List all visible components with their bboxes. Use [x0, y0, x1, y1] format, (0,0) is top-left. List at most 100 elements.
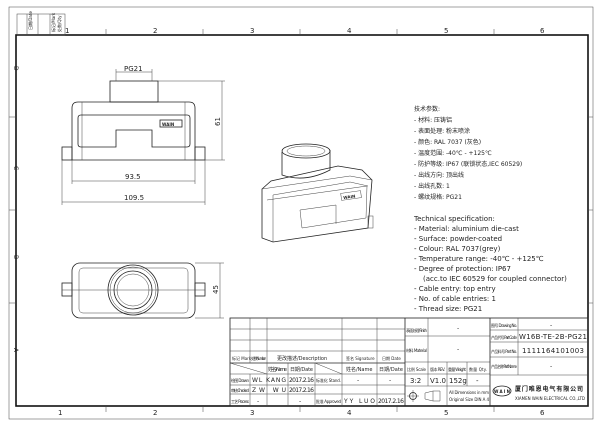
strip-date: 日期/Date — [27, 11, 33, 30]
label-part-code: 产品代号 Part Code — [491, 334, 518, 340]
spec-en-title: Technical specification: — [413, 215, 495, 223]
label-scale: 比例 Scale — [407, 366, 427, 372]
label-mark: 标记 Mark — [232, 355, 252, 361]
col-4-bottom: 4 — [347, 409, 352, 417]
label-weight: 重量 Weight — [448, 366, 466, 372]
label-approved: 批准 Approved — [316, 398, 341, 404]
spec-cn-title: 技术参数: — [414, 105, 440, 113]
label-description: 更改描述/Description — [277, 355, 327, 362]
part-code-value: W16B-TE-2B-PG21 — [519, 333, 587, 341]
process-name: - — [257, 398, 259, 405]
label-date: 日期 Date — [382, 355, 401, 361]
spec-cn-item: - 出线方向: 顶出线 — [414, 171, 464, 179]
col-5-bottom: 5 — [444, 409, 448, 417]
label-date: 日期/Date — [290, 367, 313, 373]
spec-en-item: - Material: aluminium die-cast — [414, 225, 519, 233]
drawing-no-value: - — [550, 322, 552, 329]
spec-en: Technical specification: - Material: alu… — [413, 215, 567, 313]
wain-logo-front — [159, 119, 183, 128]
drawn-name: WL KANG — [252, 377, 286, 384]
weight-value: 152g — [449, 377, 467, 385]
label-finish: 表面处理 Finish — [406, 327, 427, 333]
label-material: 材料 Material — [406, 347, 427, 353]
projection-symbol-icon — [407, 390, 441, 402]
spec-cn-item: - 螺纹规格: PG21 — [414, 193, 462, 201]
col-4: 4 — [347, 27, 352, 35]
label-date: 日期/Date — [379, 367, 403, 373]
spec-en-item: - Surface: powder-coated — [414, 235, 502, 243]
qty-value: - — [476, 377, 479, 385]
col-3: 3 — [250, 27, 254, 35]
scale-value: 3:2 — [410, 377, 421, 385]
label-name: 姓名/Name — [268, 366, 287, 373]
col-6: 6 — [540, 27, 545, 35]
spec-en-item: - Degree of protection: IP67 — [414, 265, 511, 273]
row-b: B — [12, 255, 19, 259]
dim-pg21: PG21 — [124, 65, 143, 73]
spec-en-item: - Colour: RAL 7037(grey) — [414, 245, 501, 253]
size-note: Original Size DIN A 4 — [449, 397, 489, 402]
isometric-view: WAIN — [261, 143, 374, 243]
label-drawing-no: 图号 Drawing No. — [491, 322, 517, 328]
dim-109-5: 109.5 — [124, 194, 144, 202]
material-value: - — [457, 346, 459, 353]
spec-cn-item: - 材料: 压铸铝 — [414, 116, 452, 124]
spec-en-item: - Temperature range: -40℃ - +125℃ — [414, 255, 544, 263]
spec-cn: 技术参数: - 材料: 压铸铝 - 表面处理: 粉末喷涂 - 颜色: RAL 7… — [414, 105, 522, 201]
front-view: WAIN PG21 61 93.5 109.5 — [61, 65, 225, 205]
company-logo-text: WAIN — [494, 389, 510, 394]
col-6-bottom: 6 — [540, 409, 545, 417]
approved-date: 2017.2.16 — [378, 398, 404, 405]
label-number: 处数 Number — [251, 355, 266, 361]
finish-value: - — [457, 325, 459, 332]
label-name: 姓名/Name — [346, 366, 372, 373]
wain-logo-iso — [340, 190, 362, 201]
col-1: 1 — [65, 27, 69, 35]
checked-name: ZW WU — [252, 387, 286, 394]
part-no-value: 1111164101003 — [522, 347, 584, 355]
dim-61: 61 — [214, 117, 222, 126]
label-checked: 审核 Checked — [231, 387, 249, 393]
drawn-date: 2017.2.16 — [289, 377, 314, 384]
spec-en-item: - Cable entry: top entry — [414, 285, 496, 293]
stand-name: - — [357, 377, 359, 384]
label-signature: 签名 Signature — [346, 355, 375, 361]
spec-cn-item: - 表面处理: 粉末喷涂 — [414, 127, 470, 135]
outer-frame — [8, 6, 594, 420]
col-5: 5 — [444, 27, 448, 35]
strip-mark: 标记/Mark — [50, 12, 56, 32]
label-stand: 标准化 Stand. — [316, 377, 341, 383]
company-name-cn: 厦门唯恩电气有限公司 — [515, 385, 583, 393]
checked-date: 2017.2.16 — [289, 387, 314, 394]
strip-qty: 处数/Qty — [56, 15, 62, 32]
row-c: C — [12, 166, 19, 170]
spec-cn-item: - 温度范围: -40℃ - +125℃ — [414, 149, 492, 157]
col-1-bottom: 1 — [58, 409, 62, 417]
units-note: All Dimensions in mm — [449, 390, 489, 395]
stand-date: - — [389, 377, 391, 384]
label-drawn: 绘图 Drawn — [231, 377, 249, 383]
spec-cn-item: - 出线孔数: 1 — [414, 182, 450, 190]
dim-93-5: 93.5 — [125, 173, 141, 181]
top-view: 45 — [61, 262, 224, 319]
label-process: 工艺 Process — [231, 399, 249, 404]
zone-markers: 1 2 3 4 5 6 1 2 3 4 5 6 D C B A — [9, 27, 593, 417]
label-rev: 版本 REV. — [430, 366, 445, 372]
spec-en-item: - Thread size: PG21 — [414, 305, 482, 313]
col-3-bottom: 3 — [250, 409, 254, 417]
col-2: 2 — [153, 27, 157, 35]
company-logo: WAIN — [492, 385, 512, 397]
row-a: A — [12, 348, 19, 353]
dim-45: 45 — [212, 285, 220, 294]
logo-text: WAIN — [162, 122, 174, 127]
title-block: 标记 Mark 处数 Number 更改描述/Description 签名 Si… — [229, 317, 589, 407]
row-d: D — [12, 66, 19, 71]
process-date: - — [299, 398, 301, 405]
spec-cn-item: - 防护等级: IP67 (联锁状态,IEC 60529) — [414, 160, 522, 168]
rev-value: V1.0 — [430, 377, 446, 385]
label-part-no: 产品料号 Part No. — [491, 348, 517, 354]
spec-en-item: - No. of cable entries: 1 — [414, 295, 496, 303]
company-name-en: XIAMEN WAIN ELECTRICAL CO.,LTD — [515, 396, 585, 401]
spec-cn-item: - 颜色: RAL 7037 (灰色) — [414, 138, 481, 146]
